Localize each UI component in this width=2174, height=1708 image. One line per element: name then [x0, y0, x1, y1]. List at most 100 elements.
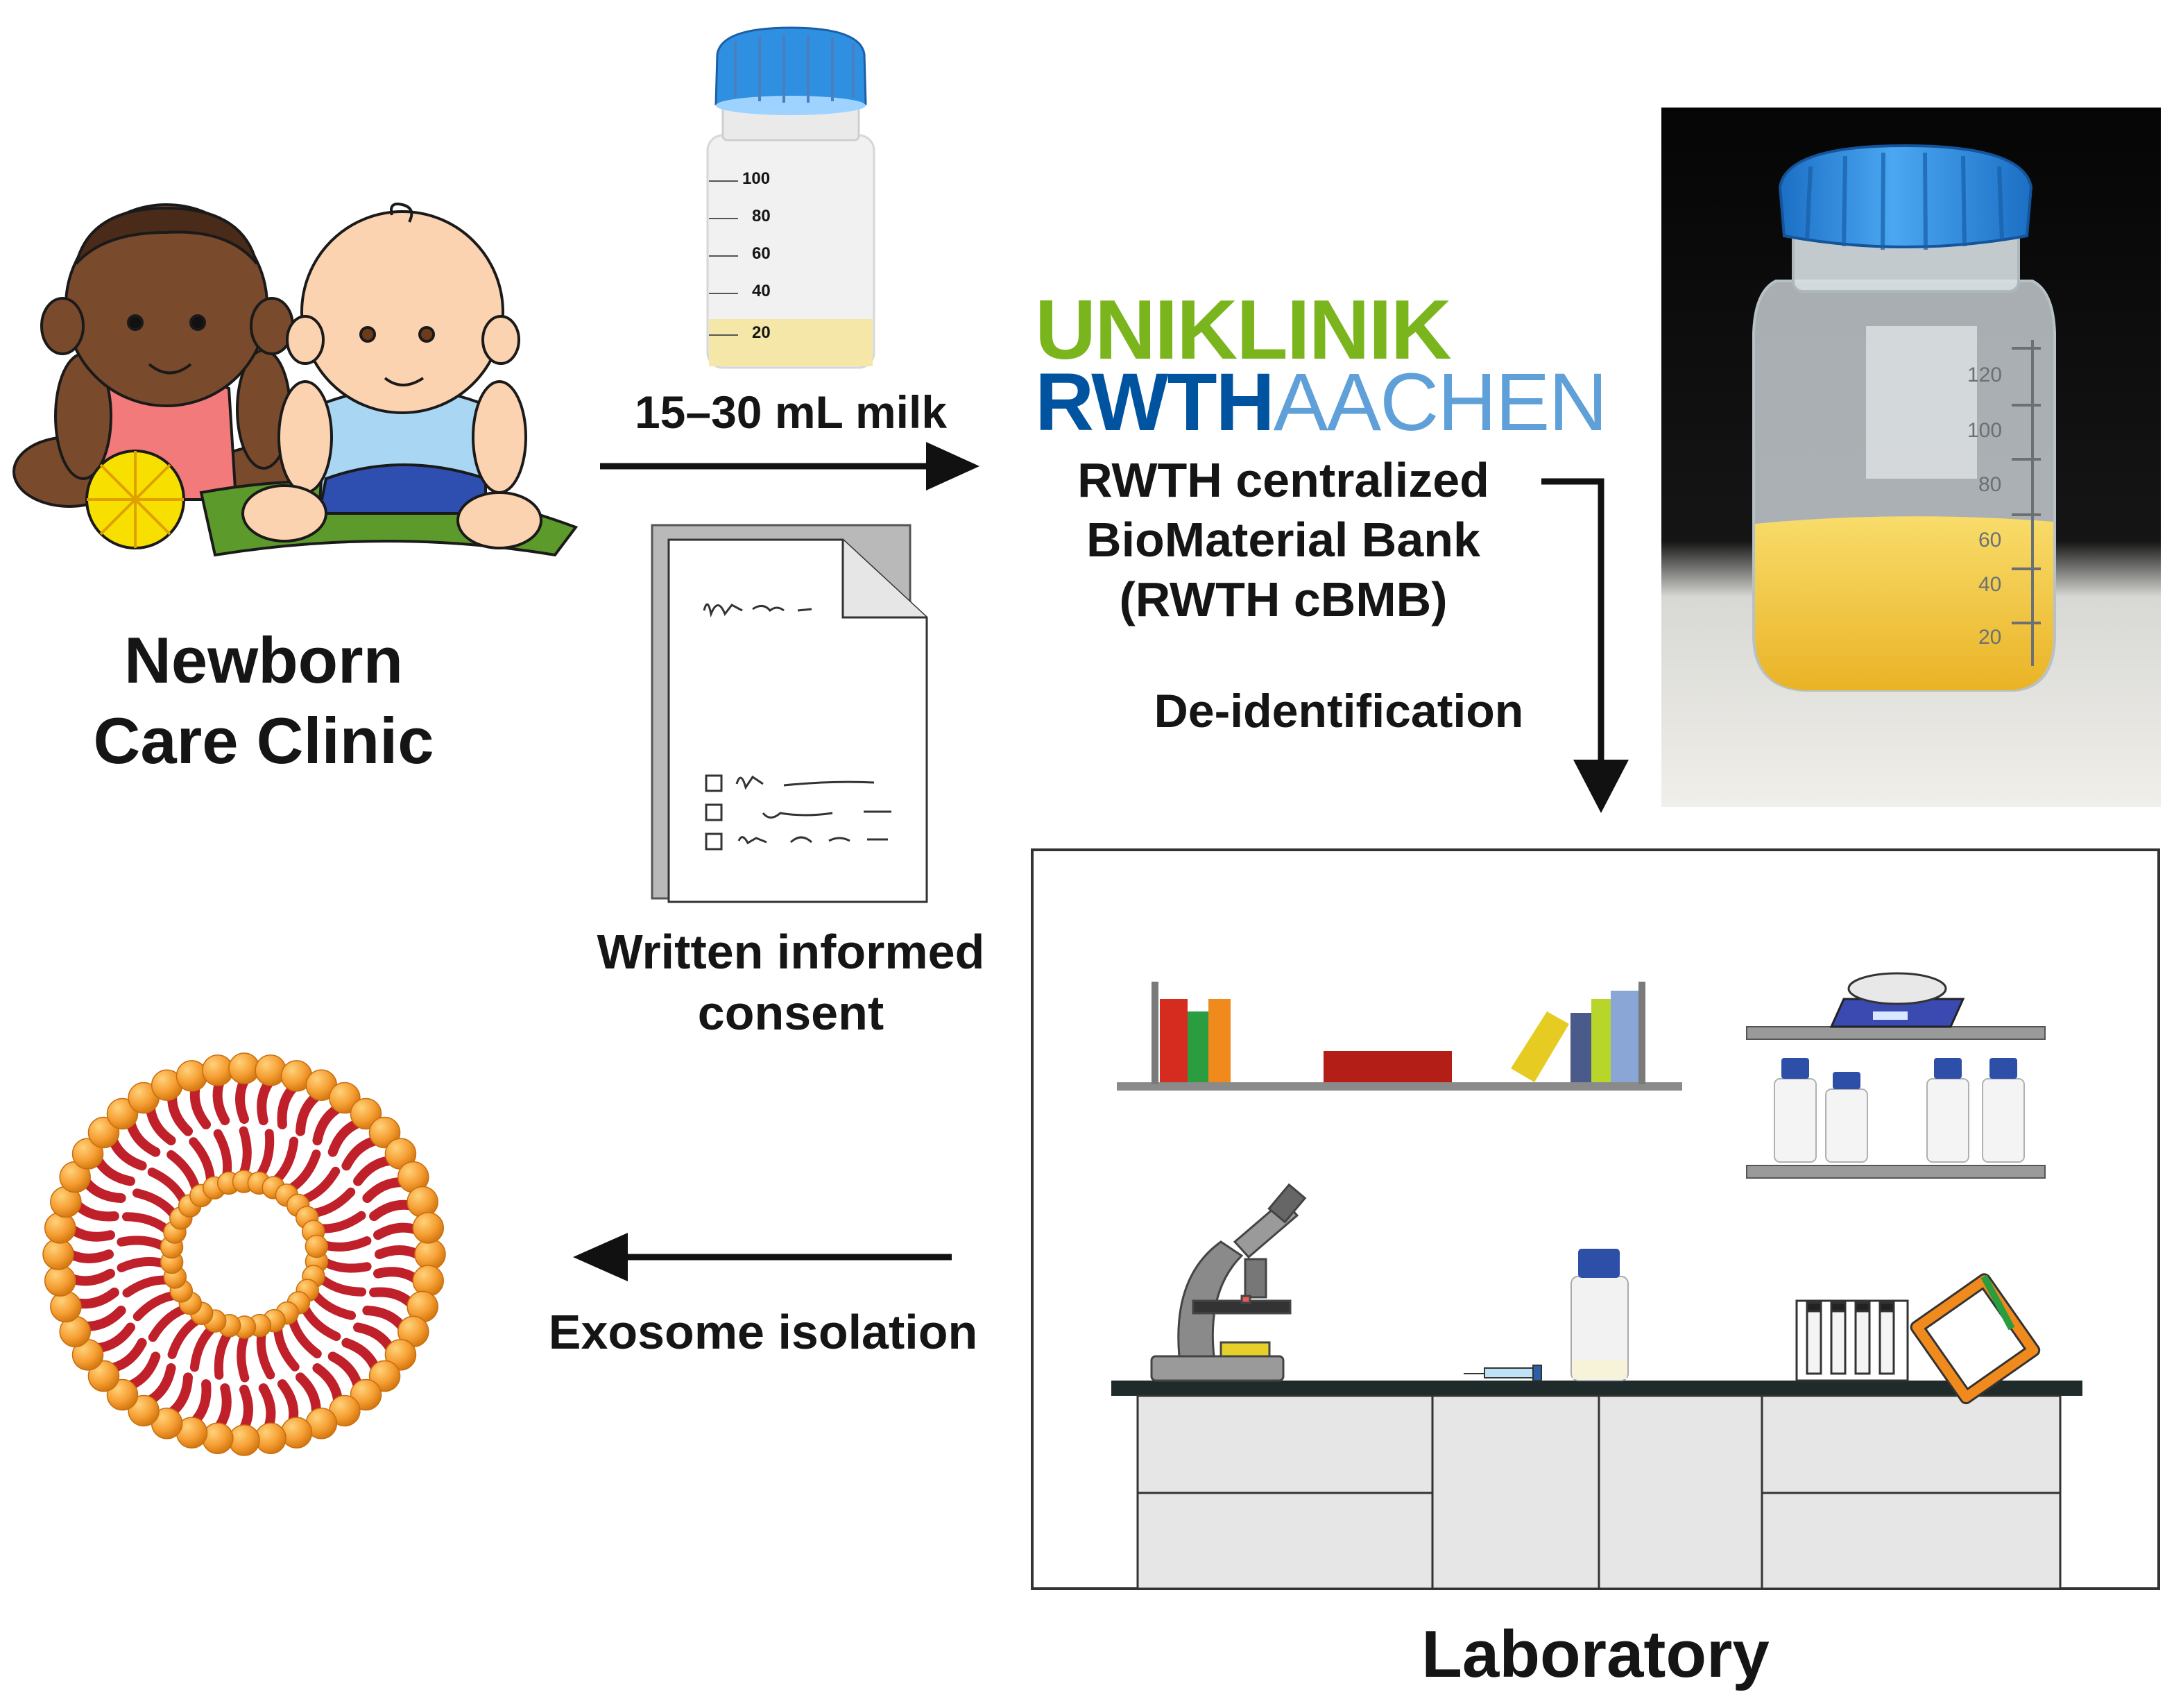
exosome-inner-tail — [147, 1168, 188, 1204]
exosome-outer-tail — [257, 1077, 274, 1125]
exosome-outer-head — [176, 1060, 208, 1092]
exosome-outer-head — [414, 1238, 446, 1270]
exosome-outer-tail — [353, 1322, 395, 1353]
exosome-inner-tail — [310, 1187, 356, 1218]
exosome-outer-head — [329, 1082, 361, 1114]
exosome-outer-tail — [373, 1267, 421, 1284]
exosome-inner-tail — [189, 1324, 216, 1372]
biobank-label-line3: (RWTH cBMB) — [1119, 572, 1448, 626]
laboratory-label: Laboratory — [1421, 1617, 1770, 1691]
milk-bottle-icon — [706, 26, 875, 369]
exosome-outer-head — [228, 1052, 260, 1084]
photo-mark-20: 20 — [1978, 626, 2002, 649]
exosome-outer-tail — [362, 1306, 407, 1331]
exosome-outer-head — [44, 1212, 76, 1244]
exosome-inner-tail — [189, 1137, 215, 1184]
exosome-inner-tail — [320, 1236, 372, 1252]
biobank-label-line2: BioMaterial Bank — [1086, 513, 1480, 567]
bottle-mark-100: 100 — [742, 169, 771, 188]
exosome-outer-head — [412, 1212, 445, 1244]
exosome-inner-tail — [117, 1257, 168, 1272]
exosome-outer-head — [412, 1265, 445, 1297]
arrow-milk-to-biobank — [600, 442, 979, 490]
exosome-icon — [42, 1052, 446, 1456]
exosome-outer-head — [42, 1238, 74, 1270]
clinic-title-line1: Newborn — [123, 624, 404, 697]
rwth-logo-light: AACHEN — [1273, 357, 1608, 448]
exosome-outer-tail — [108, 1338, 147, 1373]
exosome-outer-head — [50, 1290, 82, 1323]
exosome-outer-head — [406, 1186, 438, 1218]
exosome-outer-head — [280, 1417, 313, 1449]
exosome-outer-tail — [214, 1383, 232, 1431]
photo-mark-100: 100 — [1967, 419, 2003, 442]
bottle-shelf-icon — [1746, 972, 2046, 1179]
exosome-outer-tail — [66, 1249, 114, 1263]
bottle-mark-60: 60 — [752, 244, 771, 263]
exosome-outer-tail — [277, 1083, 298, 1129]
exosome-inner-tail — [287, 1150, 321, 1193]
babies-illustration — [12, 203, 579, 557]
consent-label-line1: Written informed — [597, 925, 985, 979]
exosome-outer-tail — [212, 1077, 230, 1125]
exosome-outer-tail — [73, 1200, 119, 1222]
test-tube-rack-icon — [1795, 1299, 1909, 1382]
rwth-logo-line2: RWTHAACHEN — [1035, 355, 1608, 450]
rwth-logo-bold: RWTH — [1035, 357, 1275, 448]
exosome-outer-tail — [93, 1322, 135, 1353]
exosome-outer-head — [228, 1424, 260, 1456]
exosome-outer-tail — [312, 1363, 343, 1406]
exosome-outer-head — [128, 1394, 160, 1427]
exosome-outer-tail — [239, 1385, 253, 1433]
exosome-outer-head — [384, 1339, 417, 1371]
microscope-icon — [1150, 1183, 1307, 1382]
exosome-inner-tail — [117, 1236, 168, 1251]
exosome-outer-tail — [145, 1103, 176, 1145]
exosome-outer-tail — [369, 1199, 416, 1222]
milk-volume-label: 15–30 mL milk — [634, 386, 948, 438]
exosome-outer-tail — [353, 1155, 395, 1186]
exosome-outer-head — [44, 1265, 76, 1297]
exosome-inner-tail — [317, 1274, 367, 1297]
exosome-outer-tail — [167, 1091, 193, 1136]
exosome-inner-tail — [239, 1126, 252, 1177]
baby-light-icon — [199, 203, 579, 557]
exosome-outer-tail — [341, 1136, 380, 1171]
syringe-icon — [1464, 1365, 1542, 1381]
exosome-inner-tail — [256, 1129, 275, 1179]
exosome-outer-tail — [369, 1287, 416, 1308]
photo-mark-80: 80 — [1978, 473, 2002, 496]
exosome-outer-tail — [67, 1224, 115, 1242]
exosome-outer-head — [350, 1378, 382, 1411]
exosome-outer-tail — [145, 1363, 176, 1406]
bottle-mark-80: 80 — [752, 207, 771, 225]
laboratory-illustration — [1031, 848, 2160, 1590]
exosome-inner-tail — [310, 1290, 357, 1320]
exosome-outer-tail — [73, 1287, 119, 1309]
arrows — [573, 442, 1629, 1281]
bench-bottle-icon — [1570, 1249, 1629, 1381]
exosome-outer-head — [106, 1098, 139, 1130]
exosome-inner-tail — [273, 1324, 300, 1372]
clipboard-icon — [1910, 1273, 2041, 1405]
exosome-inner-tail — [213, 1129, 232, 1179]
photo-mark-40: 40 — [1978, 573, 2002, 596]
exosome-outer-tail — [126, 1118, 161, 1157]
exosome-inner-tail — [166, 1150, 200, 1193]
consent-label-line2: consent — [697, 986, 884, 1040]
bottle-mark-20: 20 — [752, 323, 771, 342]
exosome-inner-tail — [272, 1136, 299, 1184]
exosome-outer-tail — [277, 1379, 299, 1426]
exosome-outer-tail — [167, 1372, 193, 1417]
exosome-outer-tail — [67, 1268, 115, 1286]
exosome-outer-tail — [296, 1091, 321, 1136]
exosome-outer-tail — [258, 1383, 276, 1431]
exosome-inner-tail — [237, 1331, 250, 1383]
exosome-isolation-label: Exosome isolation — [548, 1305, 978, 1359]
exosome-outer-tail — [373, 1222, 421, 1240]
clinic-title-line2: Care Clinic — [93, 704, 434, 777]
uniklinik-logo-line1: UNIKLINIK — [1035, 282, 1452, 377]
exosome-outer-tail — [81, 1177, 126, 1203]
